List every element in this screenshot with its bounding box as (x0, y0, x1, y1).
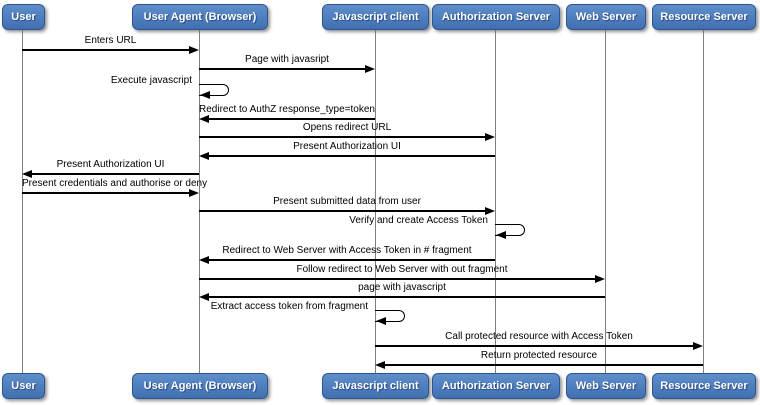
message-arrowhead (22, 170, 32, 178)
lifeline-web-server (605, 30, 606, 373)
message-line (208, 296, 605, 298)
actor-box-resource-server-bottom: Resource Server (652, 373, 756, 399)
message-line (208, 155, 495, 157)
message-arrowhead (199, 256, 209, 264)
message-line (208, 118, 375, 120)
actor-box-user-agent-top: User Agent (Browser) (132, 4, 268, 30)
message-line (22, 49, 190, 51)
message-label: Redirect to AuthZ response_type=token (199, 104, 375, 115)
message-label: Extract access token from fragment (210, 301, 368, 312)
message-label: Present Authorization UI (56, 159, 165, 170)
actor-box-js-client-top: Javascript client (322, 4, 429, 30)
message-line (208, 259, 495, 261)
actor-box-user-bottom: User (2, 373, 45, 399)
message-line (384, 364, 703, 366)
message-arrowhead (199, 152, 209, 160)
message-line (199, 136, 486, 138)
message-label: page with javascript (358, 282, 446, 293)
actor-box-auth-server-top: Authorization Server (432, 4, 560, 30)
message-label: Present submitted data from user (273, 196, 421, 207)
self-message-loop (495, 224, 525, 236)
message-arrowhead (376, 317, 386, 325)
lifeline-auth-server (495, 30, 496, 373)
message-arrowhead (496, 231, 506, 239)
message-label: Redirect to Web Server with Access Token… (222, 245, 472, 256)
message-line (199, 68, 366, 70)
message-label: Follow redirect to Web Server with out f… (296, 264, 508, 275)
message-line (22, 192, 190, 194)
message-label: Opens redirect URL (302, 122, 392, 133)
message-arrowhead (189, 46, 199, 54)
message-label: Present credentials and authorise or den… (22, 178, 208, 189)
message-arrowhead (485, 133, 495, 141)
message-label: Present Authorization UI (293, 141, 401, 152)
actor-box-user-agent-bottom: User Agent (Browser) (132, 373, 268, 399)
lifeline-resource-server (703, 30, 704, 373)
message-label: Verify and create Access Token (349, 215, 488, 226)
message-arrowhead (693, 342, 703, 350)
actor-box-js-client-bottom: Javascript client (322, 373, 429, 399)
message-label: Page with javasript (245, 54, 329, 65)
actor-box-user-top: User (2, 4, 45, 30)
message-arrowhead (375, 361, 385, 369)
lifeline-user (22, 30, 23, 373)
message-arrowhead (485, 207, 495, 215)
self-message-loop (199, 84, 229, 96)
message-arrowhead (200, 91, 210, 99)
message-line (31, 173, 199, 175)
message-label: Return protected resource (480, 350, 598, 361)
message-line (375, 345, 694, 347)
message-label: Enters URL (84, 35, 137, 46)
message-arrowhead (189, 189, 199, 197)
message-arrowhead (199, 115, 209, 123)
self-message-loop (375, 310, 405, 322)
message-line (199, 210, 486, 212)
message-arrowhead (595, 275, 605, 283)
lifeline-js-client (375, 30, 376, 373)
actor-box-web-server-top: Web Server (566, 4, 646, 30)
message-arrowhead (365, 65, 375, 73)
message-label: Call protected resource with Access Toke… (445, 331, 633, 342)
message-arrowhead (199, 293, 209, 301)
lifeline-user-agent (199, 30, 200, 373)
message-line (199, 278, 596, 280)
actor-box-resource-server-top: Resource Server (652, 4, 756, 30)
actor-box-web-server-bottom: Web Server (566, 373, 646, 399)
message-label: Execute javascript (110, 75, 192, 86)
actor-box-auth-server-bottom: Authorization Server (432, 373, 560, 399)
